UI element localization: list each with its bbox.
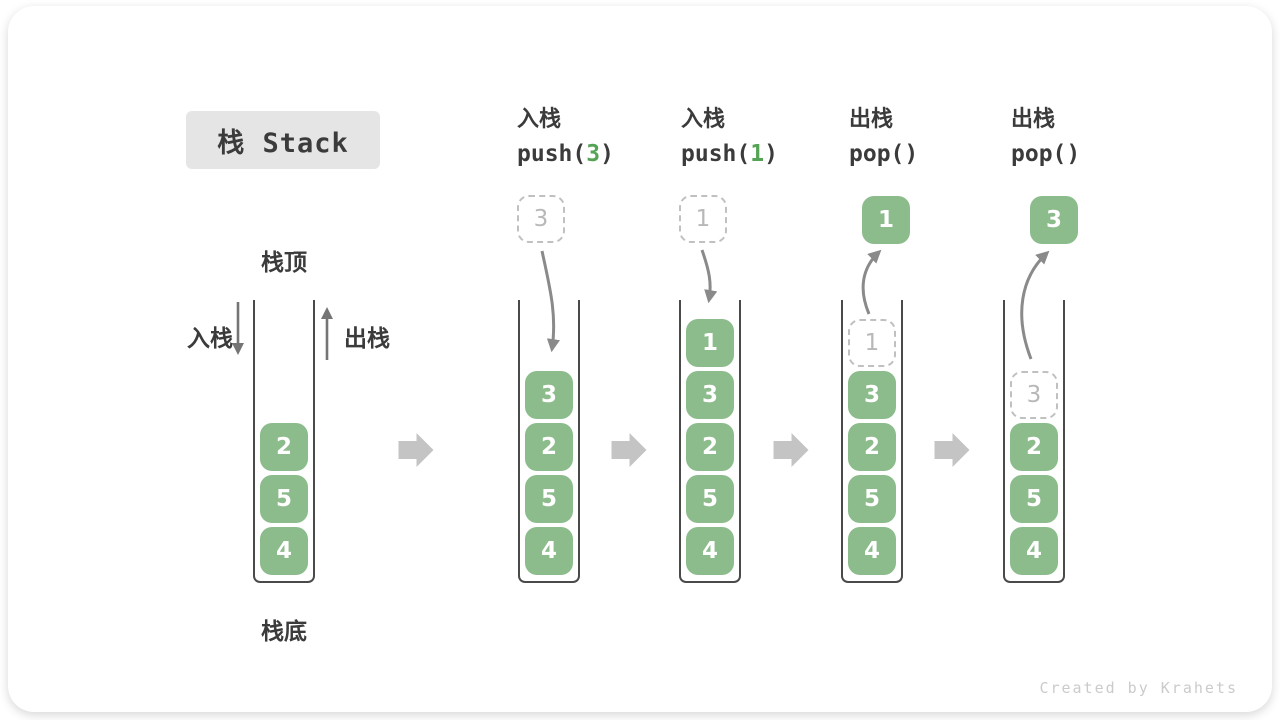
push-side-label: 入栈 <box>187 326 233 352</box>
stack-block: 4 <box>686 527 734 575</box>
title-text: 栈 Stack <box>217 127 349 159</box>
title-badge: 栈 Stack <box>186 111 380 169</box>
op-code-arg: 3 <box>586 141 601 167</box>
stack-block: 5 <box>1010 475 1058 523</box>
stack-container-1: 2 5 4 <box>253 300 315 583</box>
stack-container-4: 1 3 2 5 4 <box>841 300 903 583</box>
stack-container-5: 3 2 5 4 <box>1003 300 1065 583</box>
incoming-ghost-block: 3 <box>517 195 565 243</box>
stack-block: 2 <box>848 423 896 471</box>
stack-block: 4 <box>848 527 896 575</box>
op-code-arg: 1 <box>750 141 765 167</box>
popped-block: 3 <box>1030 196 1078 244</box>
watermark: Created by Krahets <box>1039 679 1238 697</box>
stack-block: 2 <box>260 423 308 471</box>
op-code: pop() <box>849 141 919 167</box>
stack-container-3: 1 3 2 5 4 <box>679 300 741 583</box>
stack-block: 2 <box>686 423 734 471</box>
stack-bottom-label: 栈底 <box>261 619 307 645</box>
op-header-pop-1: 出栈 pop() <box>849 105 918 173</box>
stack-block: 5 <box>260 475 308 523</box>
op-code: pop() <box>1011 141 1081 167</box>
stack-block: 4 <box>525 527 573 575</box>
op-header-pop-2: 出栈 pop() <box>1011 105 1080 173</box>
op-header-push-1: 入栈 push(1) <box>681 105 778 173</box>
stack-block: 4 <box>1010 527 1058 575</box>
stack-block: 5 <box>848 475 896 523</box>
removed-ghost-block: 3 <box>1010 371 1058 419</box>
stack-block: 2 <box>525 423 573 471</box>
op-code: push(1) <box>681 141 778 167</box>
stack-container-2: 3 2 5 4 <box>518 300 580 583</box>
op-label: 入栈 <box>681 107 726 132</box>
incoming-ghost-block: 1 <box>679 195 727 243</box>
stack-block: 3 <box>686 371 734 419</box>
removed-ghost-block: 1 <box>848 319 896 367</box>
stack-block: 3 <box>848 371 896 419</box>
stack-block: 4 <box>260 527 308 575</box>
stack-block: 2 <box>1010 423 1058 471</box>
stack-block: 3 <box>525 371 573 419</box>
stack-top-label: 栈顶 <box>261 250 307 276</box>
op-label: 出栈 <box>1011 107 1056 132</box>
stack-block: 5 <box>686 475 734 523</box>
popped-block: 1 <box>862 196 910 244</box>
op-label: 出栈 <box>849 107 894 132</box>
stack-block: 1 <box>686 319 734 367</box>
op-header-push-3: 入栈 push(3) <box>517 105 614 173</box>
stack-block: 5 <box>525 475 573 523</box>
op-label: 入栈 <box>517 107 562 132</box>
op-code: push(3) <box>517 141 614 167</box>
pop-side-label: 出栈 <box>344 326 390 352</box>
